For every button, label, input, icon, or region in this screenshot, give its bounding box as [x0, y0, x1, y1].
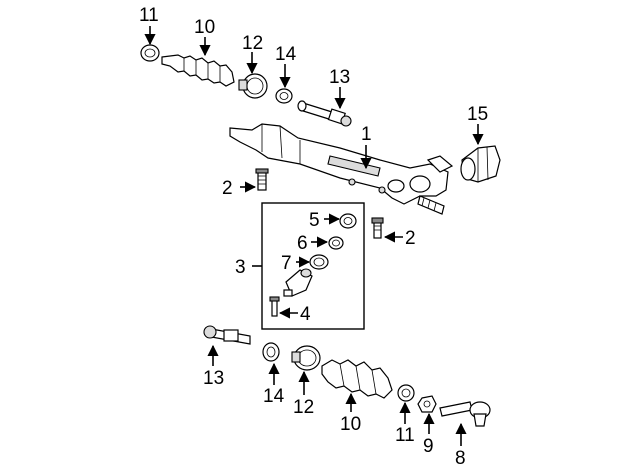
part-8-outer-tie-rod-end	[439, 401, 491, 427]
part-13-inner-tie-rod-bottom	[203, 325, 251, 345]
part-4-screw	[269, 296, 280, 317]
part-2-bolt-right	[371, 217, 384, 239]
part-12-clamp-bottom	[291, 345, 321, 371]
callout-2-right: 2	[405, 228, 416, 249]
part-11-clamp-top	[140, 44, 160, 62]
callout-10-bottom: 10	[340, 414, 361, 435]
part-10-boot-top	[161, 54, 235, 87]
callout-13-bottom: 13	[203, 368, 224, 389]
callout-12-bottom: 12	[293, 397, 314, 418]
part-14-ring-bottom	[262, 342, 280, 362]
part-10-boot-bottom	[321, 359, 393, 399]
part-14-ring-top	[275, 88, 293, 104]
callout-14-bottom: 14	[263, 386, 285, 407]
part-13-inner-tie-rod-top	[297, 100, 352, 127]
callout-3: 3	[235, 257, 246, 278]
callout-1: 1	[361, 124, 372, 145]
part-11-clamp-bottom	[397, 384, 415, 402]
part-5-nut	[339, 213, 357, 229]
part-7-seal-ring	[309, 254, 329, 270]
part-2-bolt-left	[255, 168, 269, 191]
part-15-boot-right	[460, 145, 501, 183]
callout-2-left: 2	[222, 178, 233, 199]
callout-6: 6	[297, 233, 308, 254]
part-6-washer	[328, 236, 344, 250]
callout-12-top: 12	[242, 33, 263, 54]
callout-13-top: 13	[329, 67, 350, 88]
callout-14-top: 14	[275, 44, 297, 65]
part-9-nut	[417, 395, 437, 413]
callout-9: 9	[423, 436, 434, 457]
callout-11-top: 11	[139, 5, 159, 26]
part-12-clamp-top	[238, 73, 268, 99]
part-valve-body	[283, 268, 313, 297]
callout-11-bottom: 11	[395, 425, 415, 446]
leader-arrows	[144, 26, 484, 446]
part-1-rack-housing	[229, 123, 454, 215]
callout-5: 5	[309, 210, 320, 231]
callout-8: 8	[455, 448, 466, 469]
callout-4: 4	[300, 304, 311, 325]
callout-15: 15	[467, 104, 488, 125]
callout-7: 7	[281, 253, 292, 274]
callout-10-top: 10	[194, 17, 215, 38]
